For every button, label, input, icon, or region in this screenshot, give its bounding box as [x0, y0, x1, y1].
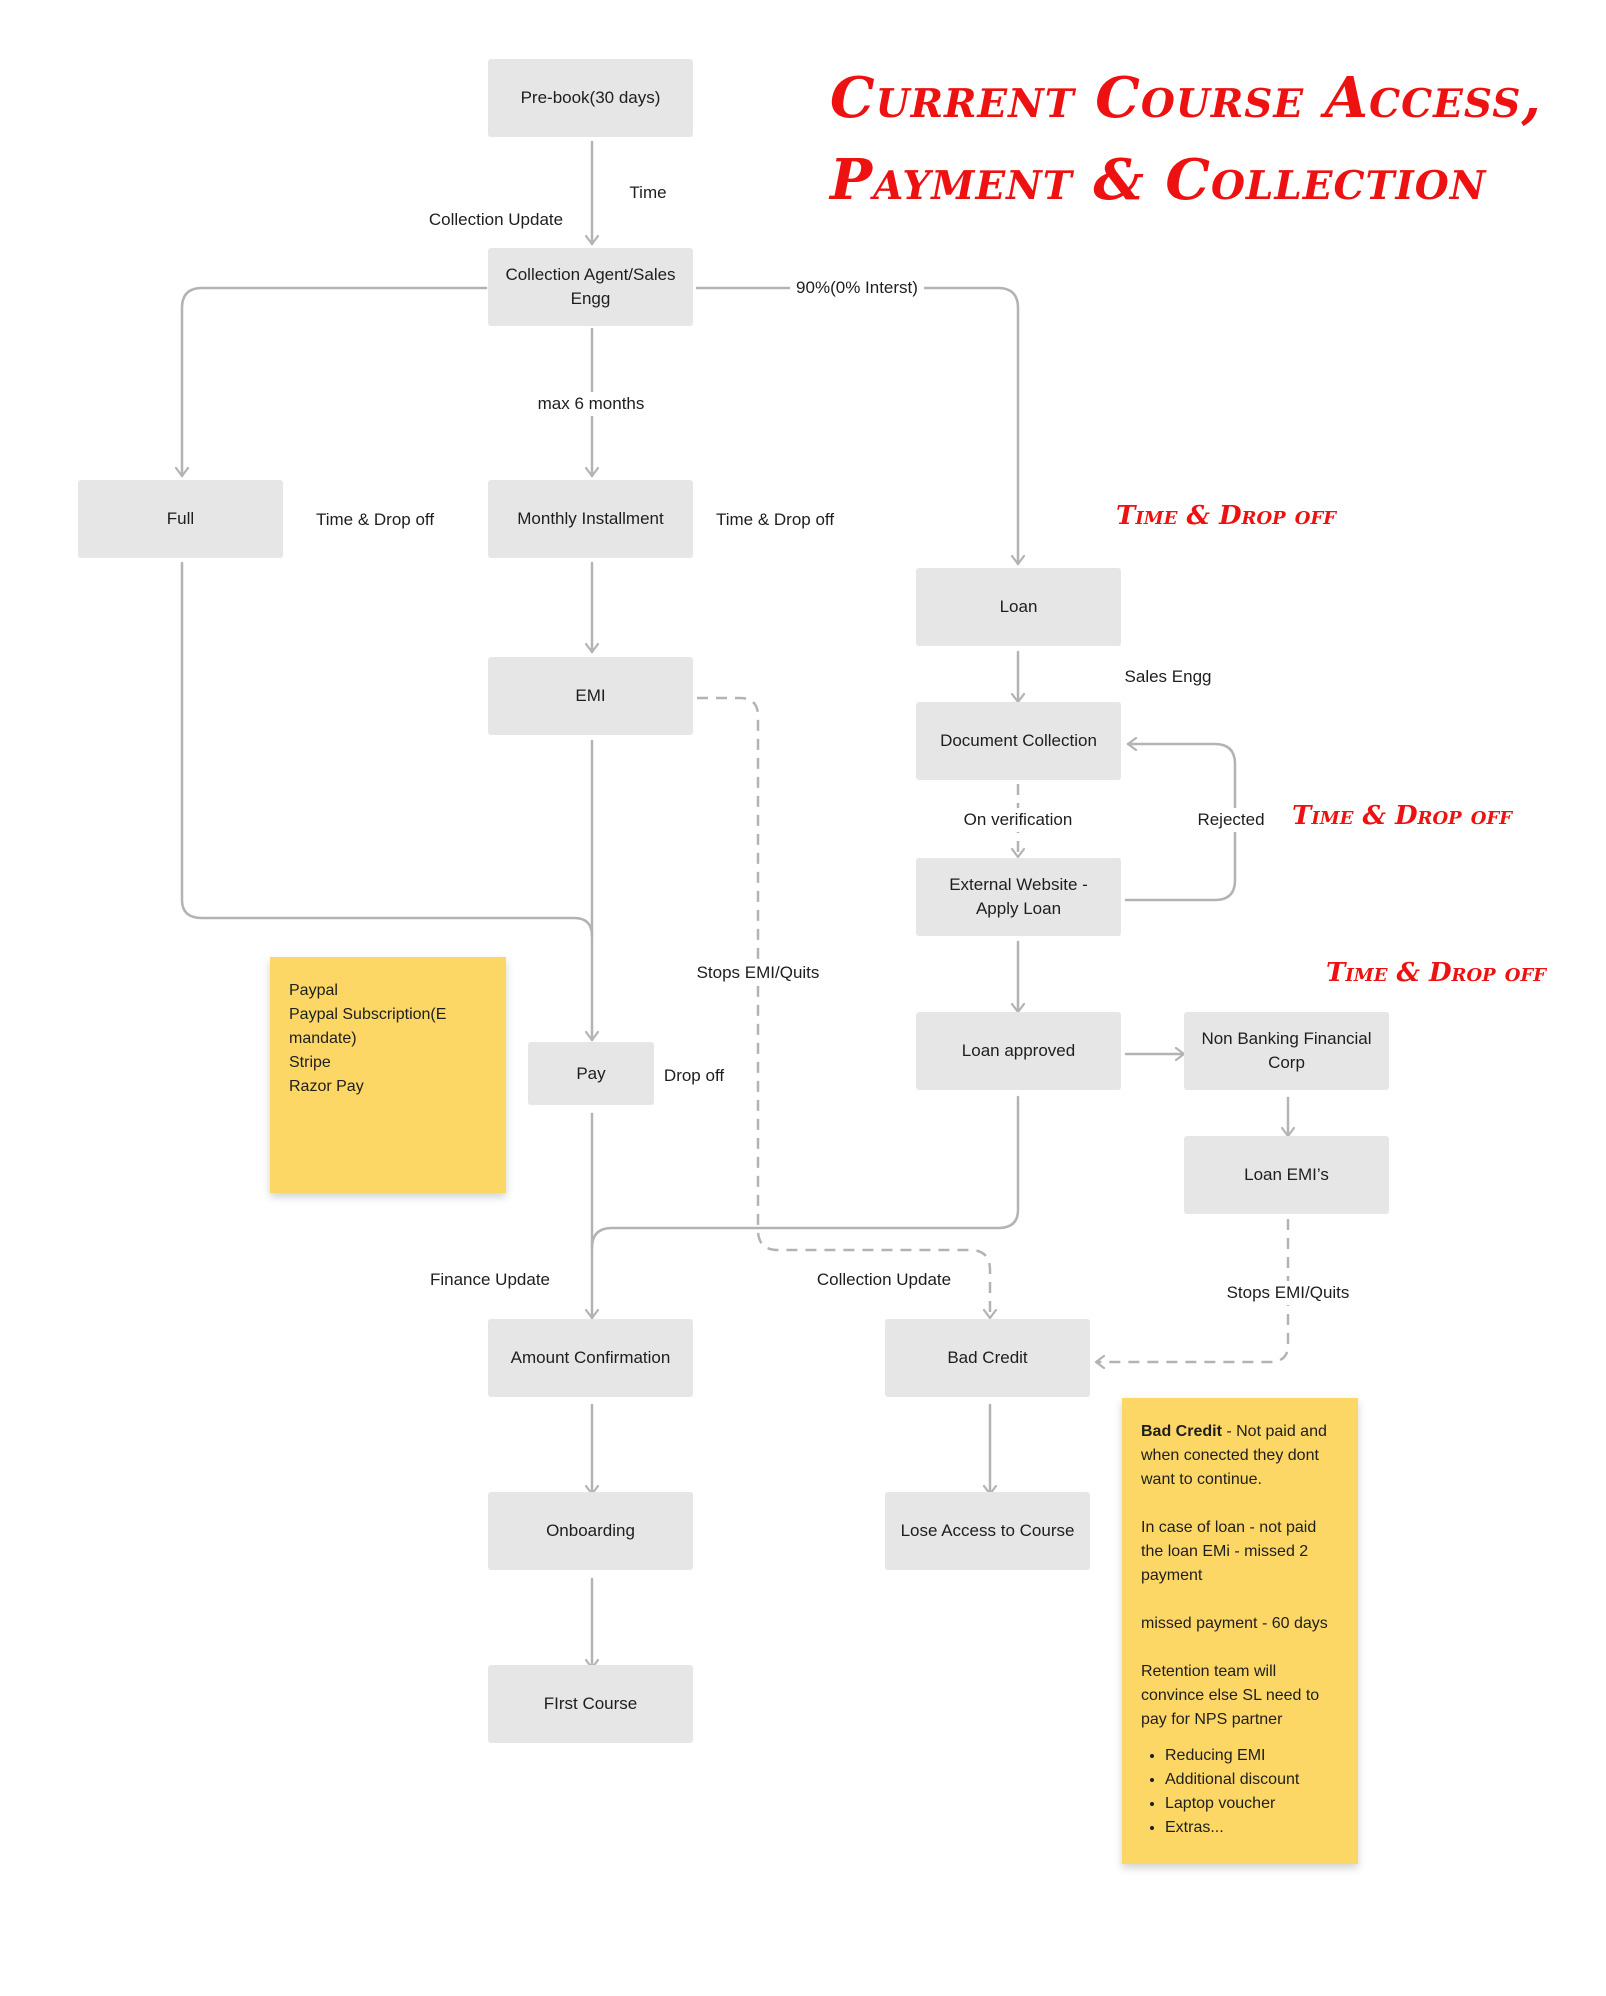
node-bad-credit: Bad Credit [885, 1319, 1090, 1397]
label-stops-emi-left: Stops EMI/Quits [690, 961, 826, 985]
edge-agent-to-loan [695, 286, 1018, 566]
label-max-months: max 6 months [531, 392, 651, 416]
payment-provider: Stripe [289, 1054, 331, 1071]
label-time-drop-full: Time & Drop off [315, 510, 435, 529]
node-collection-agent: Collection Agent/Sales Engg [488, 248, 693, 326]
node-full: Full [78, 480, 283, 558]
retention-option: Additional discount [1165, 1768, 1339, 1792]
sticky-bad-credit: Bad Credit - Not paid and when conected … [1122, 1398, 1358, 1864]
bad-credit-loan-case: In case of loan - not paid the loan EMi … [1141, 1519, 1317, 1584]
node-lose-access: Lose Access to Course [885, 1492, 1090, 1570]
node-emi: EMI [488, 657, 693, 735]
retention-option: Laptop voucher [1165, 1792, 1339, 1816]
node-amount-confirmation: Amount Confirmation [488, 1319, 693, 1397]
bad-credit-heading: Bad Credit [1141, 1423, 1222, 1440]
note-time-drop-loan: Time & Drop off [1116, 501, 1336, 531]
retention-option: Reducing EMI [1165, 1744, 1339, 1768]
node-external-website: External Website - Apply Loan [916, 858, 1121, 936]
diagram-title-line1: Current Course Access, [830, 65, 1542, 131]
label-collection-update-bottom: Collection Update [816, 1270, 952, 1289]
label-time-drop-monthly: Time & Drop off [715, 510, 835, 529]
payment-provider: Razor Pay [289, 1078, 364, 1095]
node-nbfc: Non Banking Financial Corp [1184, 1012, 1389, 1090]
payment-provider: Paypal [289, 982, 338, 999]
label-stops-emi-right: Stops EMI/Quits [1220, 1281, 1356, 1305]
note-time-drop-nbfc: Time & Drop off [1326, 958, 1546, 988]
node-onboarding: Onboarding [488, 1492, 693, 1570]
retention-option: Extras... [1165, 1816, 1339, 1840]
edge-loanapproved-to-amount [590, 1095, 1020, 1250]
label-on-verification: On verification [957, 808, 1079, 832]
label-finance-update: Finance Update [429, 1270, 551, 1289]
label-interest: 90%(0% Interst) [790, 276, 924, 300]
node-loan-approved: Loan approved [916, 1012, 1121, 1090]
node-loan-emis: Loan EMI’s [1184, 1136, 1389, 1214]
sticky-payment-providers: Paypal Paypal Subscription(E mandate) St… [270, 957, 506, 1193]
bad-credit-heading-rest: - Not paid and when conected they dont w… [1141, 1423, 1327, 1488]
payment-provider: Paypal Subscription(E mandate) [289, 1006, 447, 1047]
node-loan: Loan [916, 568, 1121, 646]
edge-emi-to-badcredit [697, 696, 990, 1318]
label-time: Time [629, 183, 667, 202]
note-time-drop-verification: Time & Drop off [1292, 801, 1512, 831]
edge-agent-to-full [182, 286, 488, 478]
bad-credit-definition: Bad Credit - Not paid and when conected … [1141, 1420, 1339, 1492]
bad-credit-retention: Retention team will convince else SL nee… [1141, 1663, 1320, 1728]
retention-options-list: Reducing EMI Additional discount Laptop … [1141, 1744, 1339, 1840]
node-first-course: FIrst Course [488, 1665, 693, 1743]
node-document-collection: Document Collection [916, 702, 1121, 780]
node-prebook: Pre-book(30 days) [488, 59, 693, 137]
diagram-title-line2: Payment & Collection [830, 147, 1487, 213]
bad-credit-missed: missed payment - 60 days [1141, 1615, 1328, 1632]
label-collection-update-top: Collection Update [428, 210, 564, 229]
node-monthly-installment: Monthly Installment [488, 480, 693, 558]
edge-full-to-pay [180, 561, 594, 938]
label-rejected: Rejected [1191, 808, 1271, 832]
label-sales-engg: Sales Engg [1124, 667, 1212, 686]
edge-loanemis-to-badcredit [1096, 1219, 1290, 1362]
label-drop-off: Drop off [663, 1066, 725, 1085]
node-pay: Pay [528, 1042, 654, 1105]
